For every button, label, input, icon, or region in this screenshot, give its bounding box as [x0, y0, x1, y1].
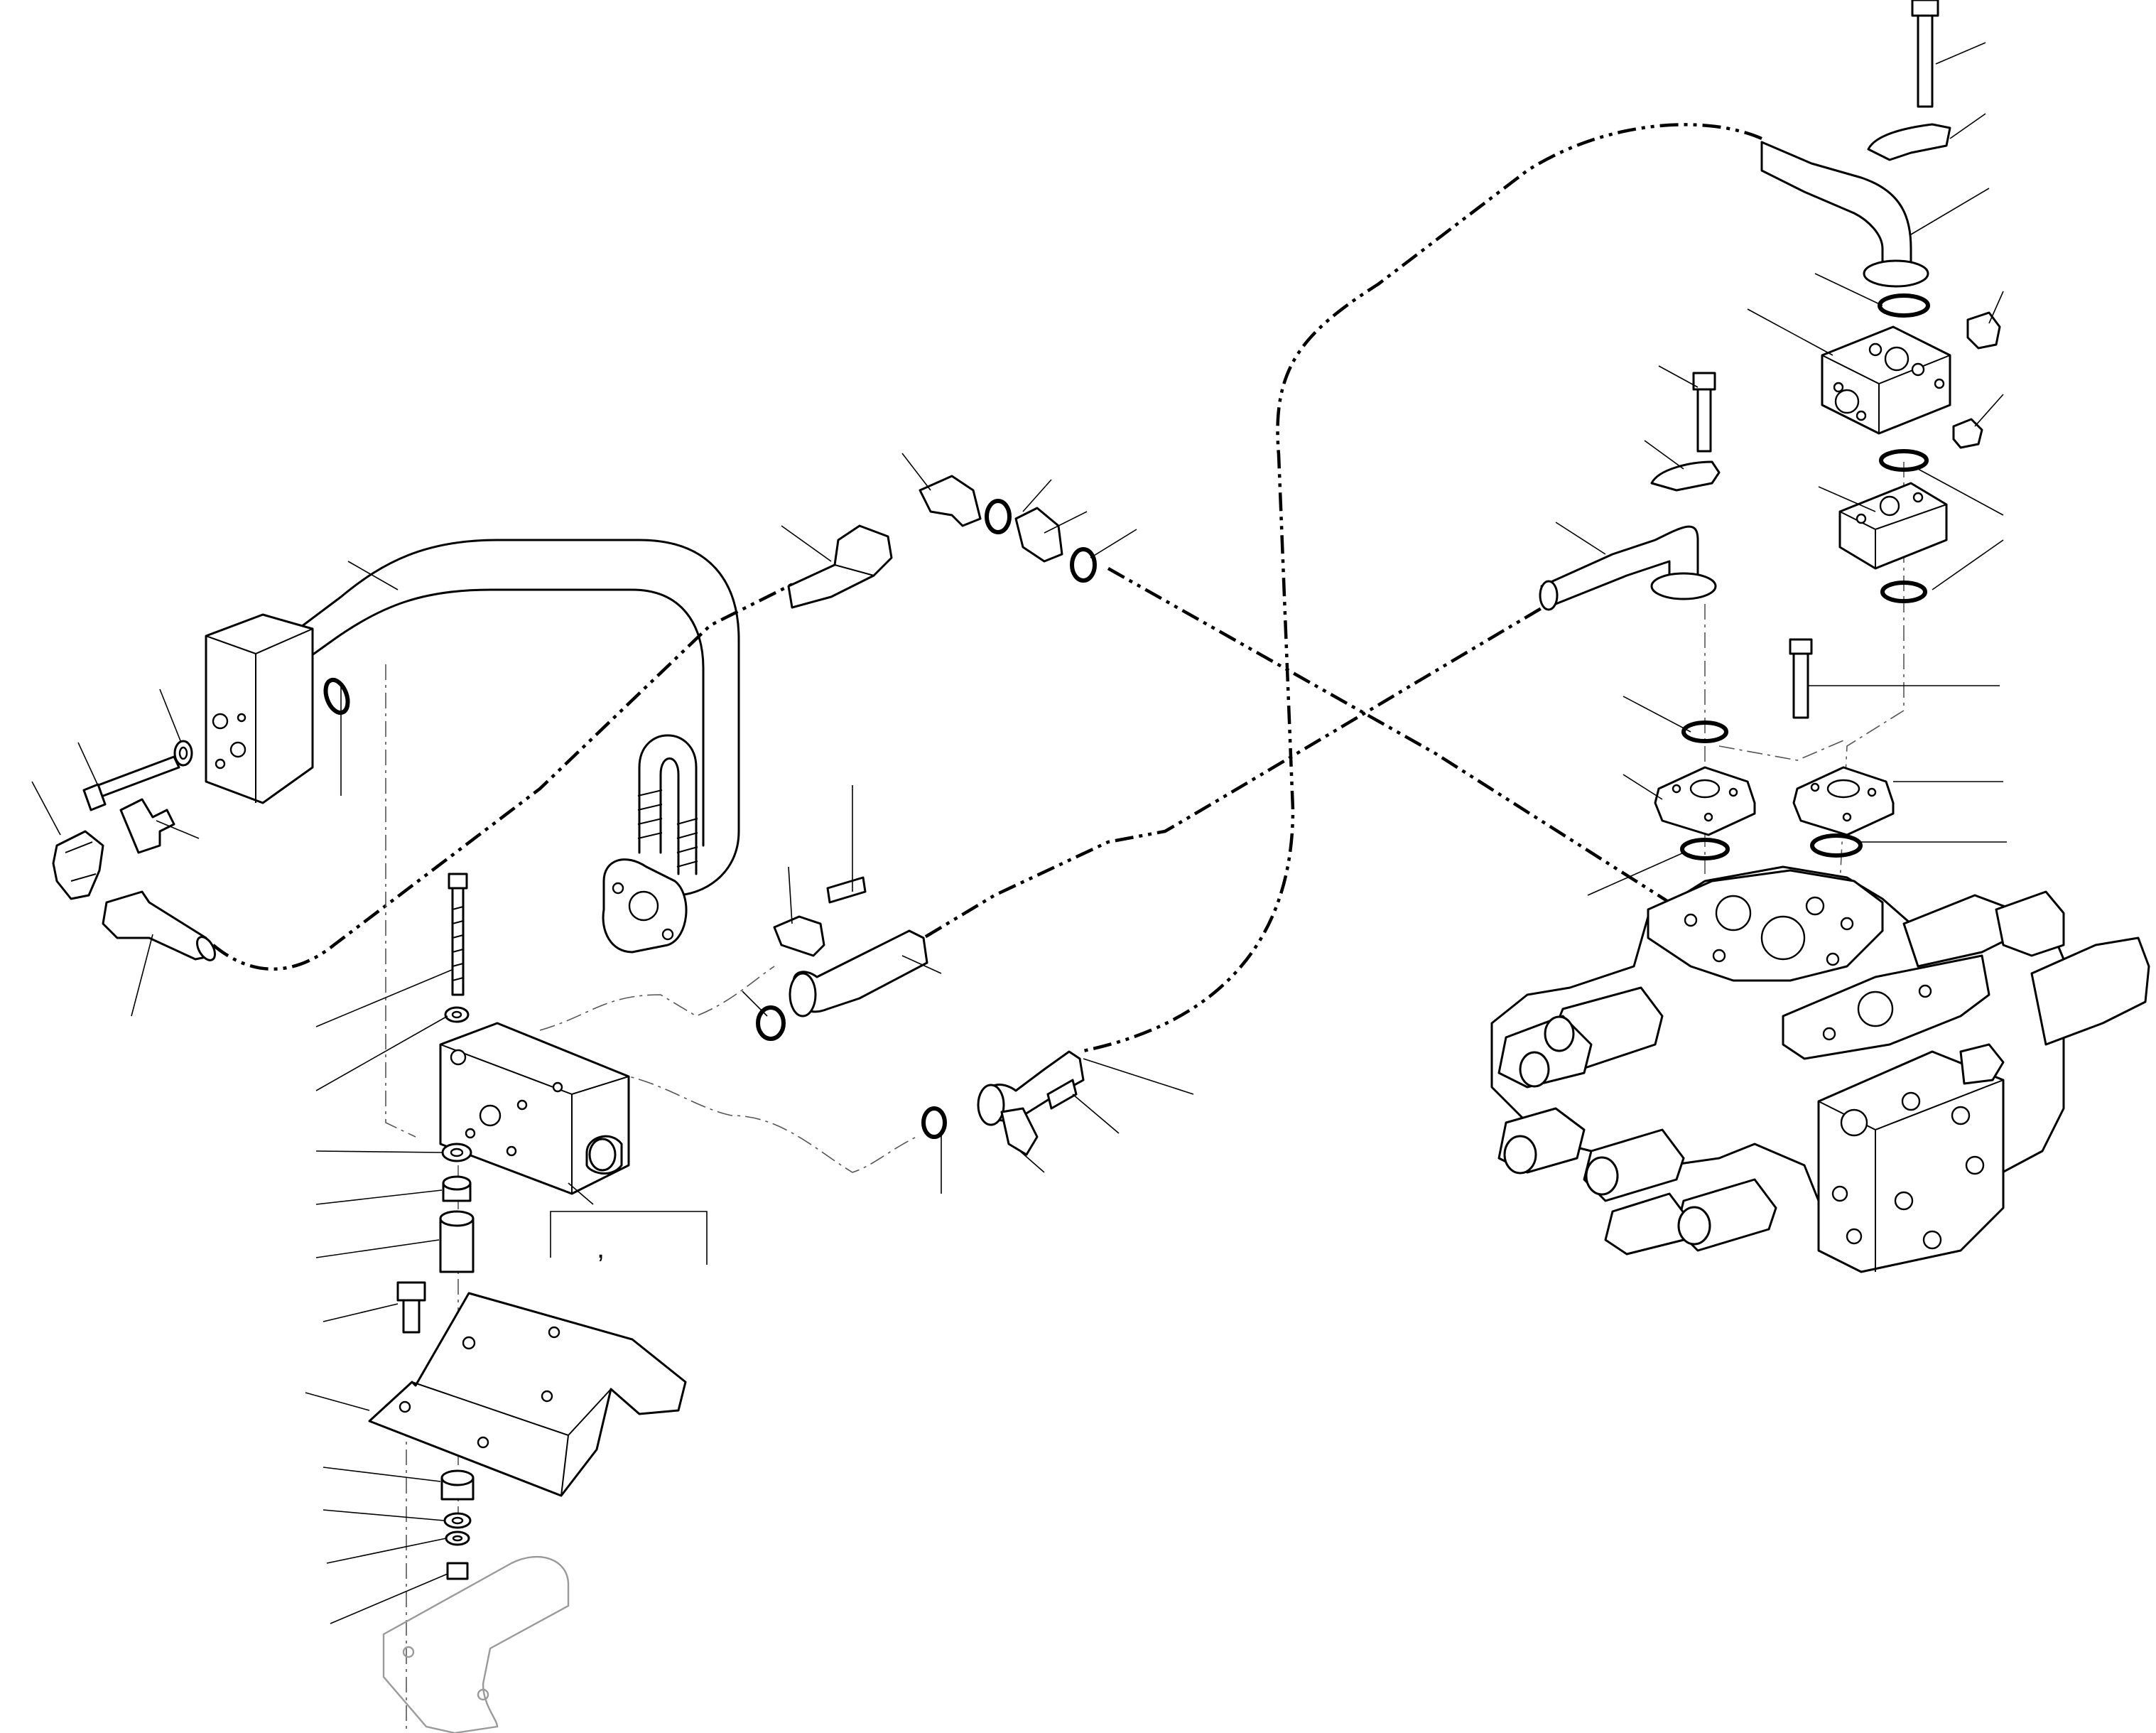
- hose-route-left: [212, 581, 797, 971]
- reference-mark: ,: [597, 1233, 605, 1264]
- long-bolt: [1696, 386, 1712, 453]
- leader-lines: [31, 42, 2007, 1624]
- o-ring: [1880, 581, 1927, 603]
- split-flange-clamp: [1867, 123, 1951, 161]
- hose-route-top-loop: [1079, 123, 1762, 1054]
- adapter-fitting: [119, 798, 175, 854]
- cap-screw: [1046, 1079, 1078, 1110]
- hose-end-left: [102, 890, 215, 961]
- spacer-block: [1838, 482, 1948, 570]
- split-flange: [1792, 766, 1895, 836]
- valve-block: [439, 1022, 630, 1195]
- left-assembly: [52, 475, 1097, 1733]
- nut: [446, 1562, 469, 1580]
- o-ring: [1680, 838, 1730, 860]
- flange-bolt: [396, 1281, 426, 1302]
- o-ring: [921, 1106, 947, 1139]
- straight-adapter: [1014, 507, 1063, 563]
- o-ring: [323, 677, 350, 716]
- mounting-plate-phantom: [382, 1555, 570, 1733]
- split-flange: [1654, 766, 1756, 836]
- o-ring: [1810, 833, 1863, 858]
- control-valve: [1490, 865, 2150, 1273]
- hose-routes: [212, 123, 1762, 1054]
- flange-hose-elbow: [1760, 141, 1912, 275]
- long-bolt: [87, 755, 180, 801]
- elbow-fitting: [52, 830, 104, 900]
- split-flange-clamp: [773, 915, 825, 957]
- split-flange-clamp: [1000, 1107, 1039, 1156]
- o-ring: [756, 1005, 786, 1041]
- o-ring: [1878, 293, 1930, 318]
- o-ring: [1681, 720, 1728, 743]
- socket-cap-screw: [1792, 651, 1809, 719]
- o-ring: [1879, 449, 1929, 472]
- cap-screw: [826, 876, 867, 904]
- split-flange-clamp: [1650, 460, 1721, 492]
- flange-hose-elbow: [1540, 525, 1699, 605]
- plug-fitting: [1966, 311, 2001, 350]
- long-bolt: [1917, 13, 1934, 108]
- u-bolt: [638, 734, 698, 875]
- manifold-block: [205, 613, 314, 804]
- hose-route-diagonal-right: [1107, 567, 1671, 904]
- o-ring: [1070, 547, 1097, 583]
- elbow-adapter: [919, 475, 982, 527]
- bent-tube: [283, 539, 740, 897]
- right-assembly: [1490, 0, 2150, 1273]
- hose-route-lower: [851, 603, 1550, 982]
- o-ring: [985, 499, 1012, 534]
